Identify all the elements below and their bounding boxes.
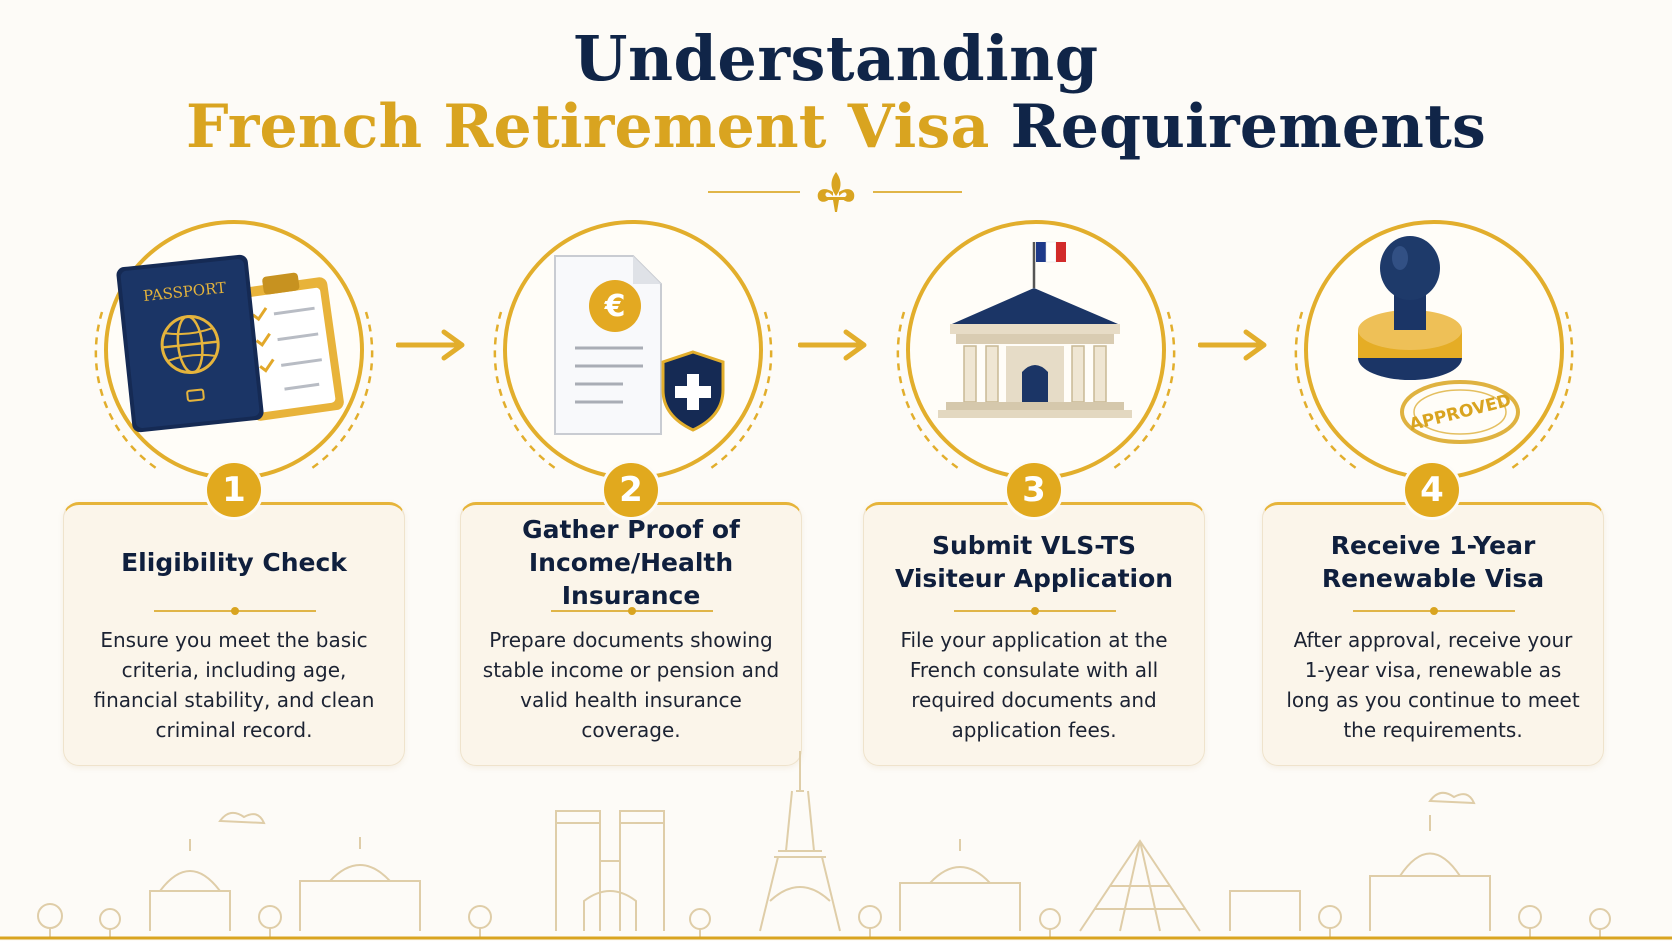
step-title: Receive 1-Year Renewable Visa <box>1321 531 1545 593</box>
euro-symbol: € <box>604 289 626 324</box>
arrow-3-to-4 <box>1198 329 1267 361</box>
step-description: File your application at the French cons… <box>900 628 1168 742</box>
step-title: Submit VLS-TS Visiteur Application <box>894 531 1174 593</box>
step-card-1: Eligibility Check Ensure you meet the ba… <box>63 502 405 766</box>
card-divider <box>551 607 713 615</box>
fleur-de-lis-icon <box>708 172 962 212</box>
page-title-line-1: Understanding <box>573 22 1099 95</box>
page-title-line-2: French Retirement Visa Requirements <box>0 92 1672 162</box>
step-title: Eligibility Check <box>121 547 347 577</box>
arrow-2-to-3 <box>798 329 867 361</box>
step-description: After approval, receive your 1-year visa… <box>1286 628 1580 742</box>
step-card-3: Submit VLS-TS Visiteur Application File … <box>863 502 1205 766</box>
step-number-badge-1: 1 <box>207 463 261 517</box>
paris-skyline-illustration <box>0 751 1672 940</box>
card-divider <box>154 607 316 615</box>
title-highlight: French Retirement Visa <box>185 92 990 162</box>
step-description: Prepare documents showing stable income … <box>482 628 780 742</box>
arrow-1-to-2 <box>396 329 465 361</box>
consulate-building-icon <box>896 220 1176 480</box>
approved-stamp-icon: APPROVED <box>1294 220 1574 480</box>
step-description: Ensure you meet the basic criteria, incl… <box>93 628 375 742</box>
document-euro-shield-icon: € <box>493 220 773 480</box>
card-divider <box>954 607 1116 615</box>
step-number-badge-2: 2 <box>604 463 658 517</box>
title-rest: Requirements <box>1010 92 1487 162</box>
card-divider <box>1353 607 1515 615</box>
step-number-badge-3: 3 <box>1007 463 1061 517</box>
step-card-2: Gather Proof of Income/Health Insurance … <box>460 502 802 766</box>
step-title: Gather Proof of Income/Health Insurance <box>522 514 740 610</box>
step-card-4: Receive 1-Year Renewable Visa After appr… <box>1262 502 1604 766</box>
step-number-badge-4: 4 <box>1405 463 1459 517</box>
